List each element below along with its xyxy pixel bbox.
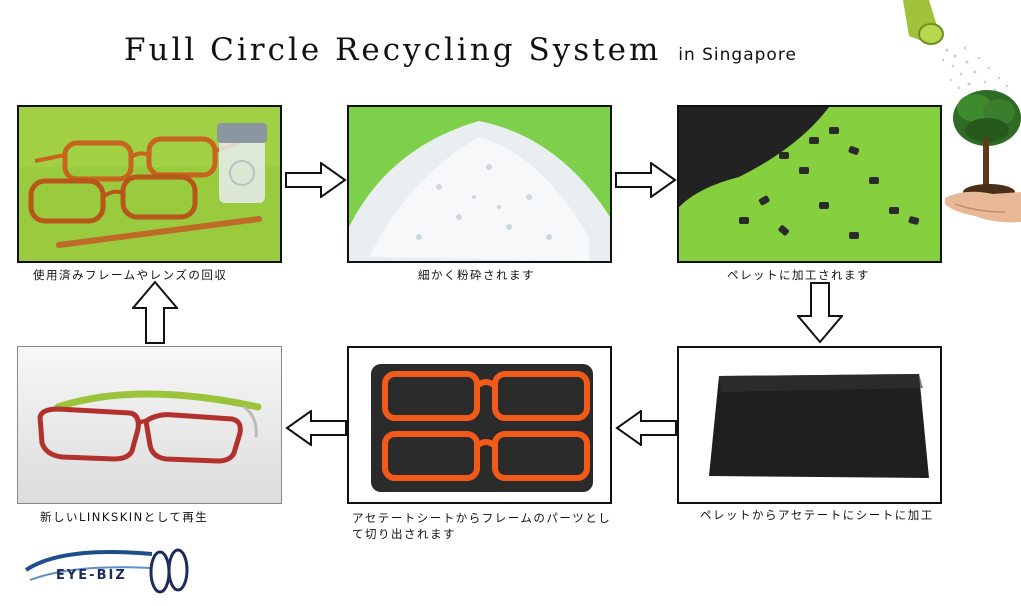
- title-main: Full Circle Recycling System: [124, 32, 662, 68]
- caption-step-5: アセテートシートからフレームのパーツとして切り出されます: [352, 511, 612, 541]
- photo-pellets: [677, 105, 942, 263]
- arrow-up-1: [132, 280, 178, 344]
- photo-used-frames: [17, 105, 282, 263]
- photo-cut-frame-parts: [347, 346, 612, 504]
- arrow-right-1: [285, 162, 347, 198]
- arrow-down-1: [797, 282, 843, 344]
- logo-text: EYE-BIZ: [56, 568, 127, 583]
- photo-crushed-flakes: [347, 105, 612, 263]
- arrow-right-2: [615, 162, 677, 198]
- title-sub: in Singapore: [678, 45, 797, 65]
- caption-step-3: ペレットに加工されます: [727, 268, 870, 282]
- arrow-left-2: [285, 410, 347, 446]
- page-title: Full Circle Recycling System in Singapor…: [124, 32, 797, 68]
- caption-step-4: ペレットからアセテートにシートに加工: [700, 508, 934, 522]
- caption-step-6: 新しいLINKSKINとして再生: [40, 510, 209, 524]
- caption-step-1: 使用済みフレームやレンズの回収: [33, 268, 228, 282]
- eye-biz-logo: [22, 540, 202, 600]
- watering-tree-illustration: [895, 0, 1021, 230]
- caption-step-2: 細かく粉砕されます: [418, 268, 535, 282]
- photo-new-glasses: [17, 346, 282, 504]
- arrow-left-1: [615, 410, 677, 446]
- photo-acetate-sheet: [677, 346, 942, 504]
